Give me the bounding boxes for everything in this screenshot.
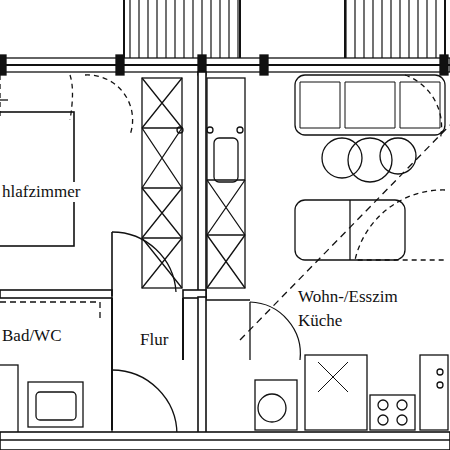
room-label: Küche [296, 311, 344, 331]
room-label: Wohn-/Esszim [296, 287, 400, 307]
room-label: Flur [138, 330, 170, 350]
room-label: Bad/WC [0, 326, 64, 346]
room-label: hlafzimmer [0, 182, 82, 202]
